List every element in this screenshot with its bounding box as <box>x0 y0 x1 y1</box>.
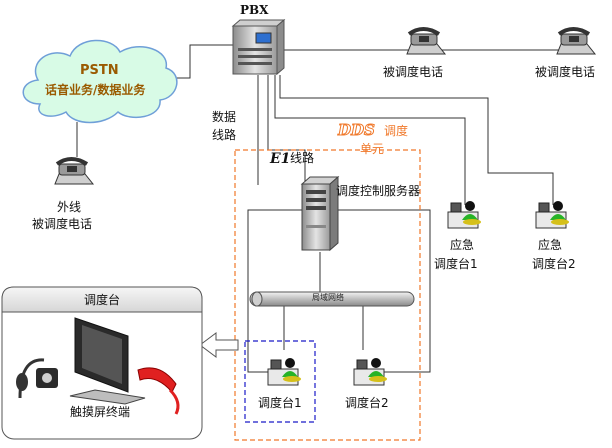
data-line-label-2: 线路 <box>212 128 237 142</box>
pbx-label: PBX <box>240 3 269 17</box>
dds-logo: DDS <box>337 121 375 139</box>
handset-icon <box>137 367 180 415</box>
dds-boundary <box>234 149 421 441</box>
panel-title: 调度台 <box>83 293 120 307</box>
pstn-cloud <box>22 39 178 124</box>
desk1-highlight-box <box>244 340 316 423</box>
dds-title: 调度 <box>384 124 409 138</box>
pbx-emergency1-link <box>274 75 466 205</box>
dds-unit: 单元 <box>360 142 385 156</box>
dispatched-phone-1-label: 被调度电话 <box>383 65 444 79</box>
headset-icon <box>16 358 58 399</box>
lan-label: 局域网络 <box>312 293 344 302</box>
pstn-subtitle: 话音业务/数据业务 <box>45 83 146 97</box>
pbx-cabinet-icon <box>231 18 286 76</box>
emergency-desk-1-bottom: 调度台1 <box>434 257 478 271</box>
emergency-desk-2-icon <box>535 201 569 229</box>
terminal-label: 触摸屏终端 <box>70 405 131 419</box>
arrow-left-icon <box>199 332 239 358</box>
e1-line-label: 线路 <box>290 151 315 165</box>
lan-pipe <box>249 291 415 307</box>
e1-glyph: E1 <box>269 151 290 167</box>
pstn-title: PSTN <box>80 63 119 78</box>
emergency-desk-1-top: 应急 <box>449 238 474 252</box>
emergency-desk-1-icon <box>447 201 481 229</box>
server-desk1-link <box>247 209 302 373</box>
server-label: 调度控制服务器 <box>336 184 421 198</box>
server-icon <box>300 175 340 252</box>
server-desk2-link <box>330 209 431 373</box>
desk-1-label: 调度台1 <box>258 396 302 410</box>
outer-dispatched-label: 被调度电话 <box>32 217 93 231</box>
outer-line-label: 外线 <box>56 200 81 214</box>
data-line-label-1: 数据 <box>212 110 237 124</box>
emergency-desk-2-bottom: 调度台2 <box>532 257 576 271</box>
phone-icon <box>406 27 447 55</box>
phone-icon <box>556 27 597 55</box>
pbx-emergency2-link <box>279 75 554 205</box>
desk-2-icon <box>353 358 387 386</box>
desk-2-label: 调度台2 <box>345 396 389 410</box>
phone-icon <box>54 157 95 185</box>
desk-1-icon <box>267 358 301 386</box>
emergency-desk-2-top: 应急 <box>537 238 562 252</box>
dispatched-phone-2-label: 被调度电话 <box>535 65 596 79</box>
touch-screen-icon <box>69 317 146 405</box>
